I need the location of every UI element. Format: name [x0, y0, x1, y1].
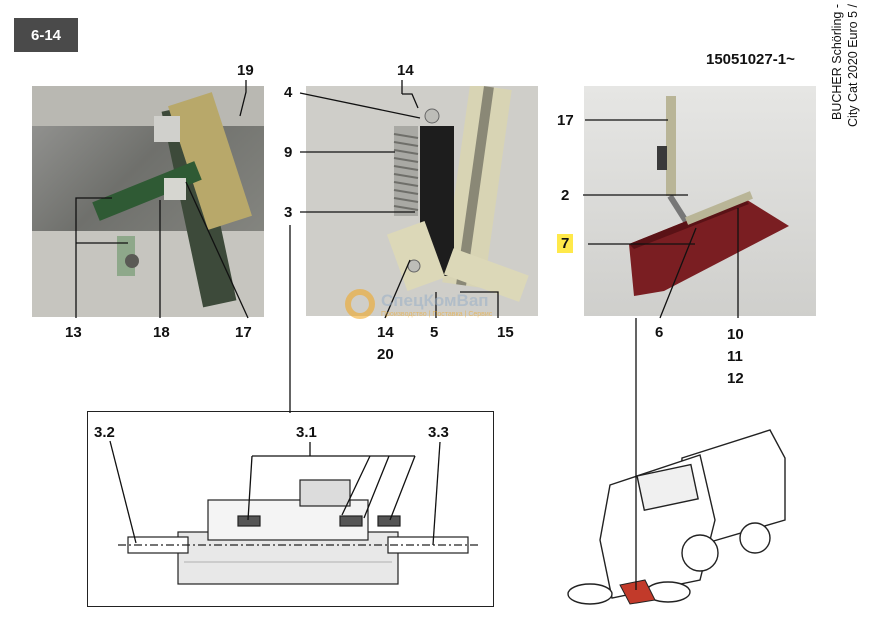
watermark-title: СпецКомВап [381, 290, 489, 310]
watermark-gear-icon [345, 289, 375, 319]
callout-12: 12 [727, 370, 744, 387]
callout-11: 11 [727, 348, 743, 365]
photo-mechanism-1-art [32, 86, 264, 317]
document-code: 15051027-1~ [706, 51, 795, 68]
brand-line-2: City Cat 2020 Euro 5 / [846, 4, 860, 127]
callout-3: 3 [284, 204, 293, 221]
photo-spring-assembly [306, 86, 538, 316]
callout-10: 10 [727, 326, 744, 343]
callout-19: 19 [237, 62, 254, 79]
callout-3-1: 3.1 [296, 424, 317, 441]
callout-15: 15 [497, 324, 514, 341]
callout-9: 9 [284, 144, 293, 161]
callout-4: 4 [284, 84, 293, 101]
photo-blade [584, 86, 816, 316]
cross-section-drawing [118, 479, 478, 585]
callout-5: 5 [430, 324, 439, 341]
callout-13: 13 [65, 324, 82, 341]
watermark-subtitle: Производство | Поставка | Сервис [381, 310, 493, 318]
callout-17-right: 17 [557, 112, 574, 129]
callout-3-3: 3.3 [428, 424, 449, 441]
callout-20: 20 [377, 346, 394, 363]
brand-line-1: BUCHER Schörling - [830, 4, 844, 121]
callout-7-highlighted: 7 [557, 234, 574, 253]
watermark-logo: СпецКомВап Производство | Поставка | Сер… [345, 289, 492, 319]
photo-spring-assembly-art [306, 86, 538, 316]
callout-6: 6 [655, 324, 664, 341]
callout-18: 18 [153, 324, 170, 341]
callout-17-left: 17 [235, 324, 252, 341]
callout-14-top: 14 [397, 62, 414, 79]
cross-section-detail-box [87, 411, 494, 607]
callout-2: 2 [561, 187, 570, 204]
photo-blade-art [629, 96, 789, 296]
photo-mechanism-1 [32, 86, 264, 317]
page-number-badge: 6-14 [14, 18, 78, 52]
callout-14-bottom: 14 [377, 324, 394, 341]
callout-3-2: 3.2 [94, 424, 115, 441]
